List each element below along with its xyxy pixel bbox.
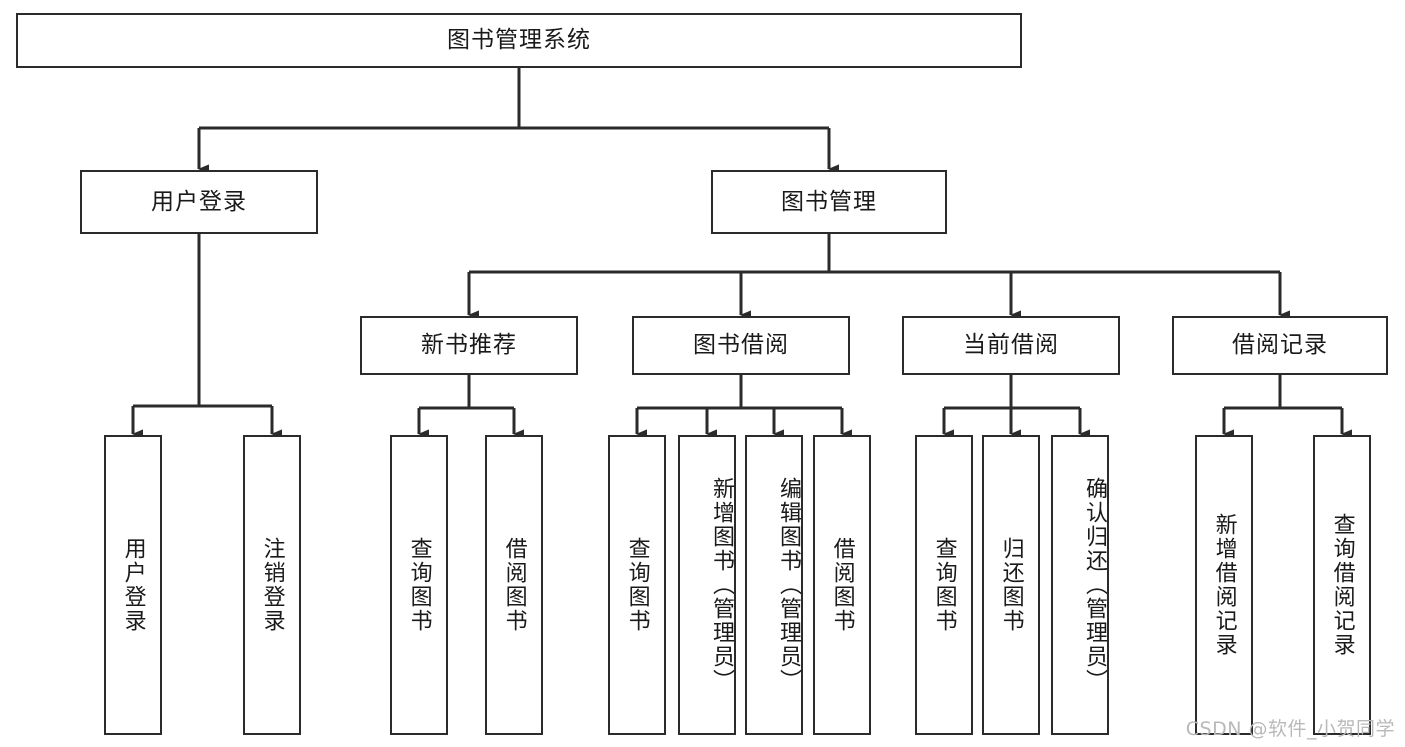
node-label: 查询图书 bbox=[624, 537, 650, 633]
node-leaf-bb-query[interactable]: 查询图书 bbox=[608, 435, 666, 735]
node-label: 新增借阅记录 bbox=[1211, 513, 1237, 657]
node-leaf-cb-return[interactable]: 归还图书 bbox=[982, 435, 1040, 735]
node-leaf-cb-query[interactable]: 查询图书 bbox=[915, 435, 973, 735]
node-label: 归还图书 bbox=[998, 537, 1024, 633]
node-label: 用户登录 bbox=[151, 188, 247, 215]
node-new-book-rec[interactable]: 新书推荐 bbox=[360, 316, 578, 375]
node-label: 新增图书（管理员） bbox=[709, 477, 734, 693]
node-leaf-rec-query[interactable]: 查询图书 bbox=[390, 435, 448, 735]
node-leaf-br-add[interactable]: 新增借阅记录 bbox=[1195, 435, 1253, 735]
node-root[interactable]: 图书管理系统 bbox=[16, 13, 1022, 68]
node-label: 借阅图书 bbox=[501, 537, 527, 633]
node-leaf-rec-borrow[interactable]: 借阅图书 bbox=[485, 435, 543, 735]
node-label: 当前借阅 bbox=[963, 332, 1059, 359]
node-label: 注销登录 bbox=[259, 537, 285, 633]
node-leaf-cb-confirm[interactable]: 确认归还（管理员） bbox=[1051, 435, 1109, 735]
node-borrow-record[interactable]: 借阅记录 bbox=[1172, 316, 1388, 375]
node-current-borrow[interactable]: 当前借阅 bbox=[902, 316, 1120, 375]
node-label: 用户登录 bbox=[120, 537, 146, 633]
node-leaf-bb-edit[interactable]: 编辑图书（管理员） bbox=[745, 435, 803, 735]
node-leaf-bb-add[interactable]: 新增图书（管理员） bbox=[678, 435, 736, 735]
node-label: 查询借阅记录 bbox=[1329, 513, 1355, 657]
node-leaf-bb-borrow[interactable]: 借阅图书 bbox=[813, 435, 871, 735]
node-leaf-br-query[interactable]: 查询借阅记录 bbox=[1313, 435, 1371, 735]
node-label: 查询图书 bbox=[931, 537, 957, 633]
node-label: 借阅图书 bbox=[829, 537, 855, 633]
node-leaf-user-login[interactable]: 用户登录 bbox=[104, 435, 162, 735]
node-label: 编辑图书（管理员） bbox=[776, 477, 801, 693]
node-label: 图书借阅 bbox=[693, 332, 789, 359]
edge-paths bbox=[131, 68, 1352, 439]
node-book-borrow[interactable]: 图书借阅 bbox=[632, 316, 850, 375]
node-leaf-logout[interactable]: 注销登录 bbox=[243, 435, 301, 735]
watermark: CSDN @软件_小贺同学 bbox=[1185, 718, 1395, 740]
node-book-manage[interactable]: 图书管理 bbox=[711, 170, 947, 234]
node-label: 查询图书 bbox=[406, 537, 432, 633]
node-label: 借阅记录 bbox=[1232, 332, 1328, 359]
node-label: 图书管理 bbox=[781, 188, 877, 215]
node-label: 图书管理系统 bbox=[447, 27, 591, 54]
node-label: 新书推荐 bbox=[421, 332, 517, 359]
node-label: 确认归还（管理员） bbox=[1082, 477, 1107, 693]
node-user-login[interactable]: 用户登录 bbox=[80, 170, 318, 234]
